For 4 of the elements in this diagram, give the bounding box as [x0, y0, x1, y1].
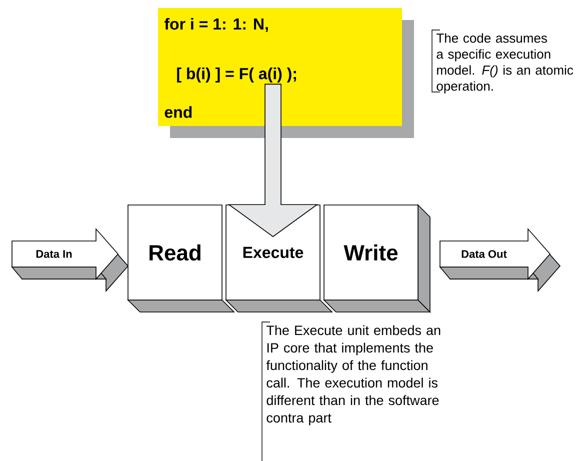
arrow [228, 84, 318, 238]
code-box: for i = 1: 1: N, [ b(i) ] = F( a(i) ); end [158, 8, 414, 138]
note: The code assumes a specific execution model. F() is an atomic operation. [436, 33, 574, 94]
note: The Execute unit embeds an IP core that implements the functionality of the function call. The execution model is different than in the software contra part [266, 325, 440, 426]
